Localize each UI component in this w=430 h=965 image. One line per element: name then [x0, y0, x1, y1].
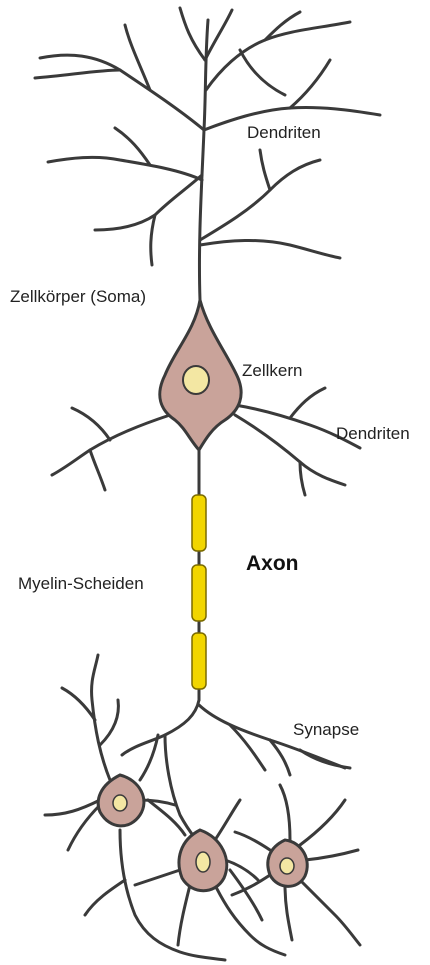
target-neuron-1-nucleus: [113, 795, 127, 811]
myelin-sheath-2: [192, 565, 206, 621]
label-dendrites-top: Dendriten: [247, 124, 321, 141]
target-neuron-3-nucleus: [280, 858, 294, 874]
apical-dendrite-tree: [35, 8, 380, 300]
label-nucleus: Zellkern: [242, 362, 302, 379]
label-dendrites-side: Dendriten: [336, 425, 410, 442]
label-synapse: Synapse: [293, 721, 359, 738]
label-soma: Zellkörper (Soma): [10, 288, 146, 305]
myelin-sheaths: [192, 495, 206, 689]
target-neuron-2-nucleus: [196, 852, 210, 872]
label-axon: Axon: [246, 553, 299, 574]
nucleus: [183, 366, 209, 394]
myelin-sheath-1: [192, 495, 206, 551]
label-myelin: Myelin-Scheiden: [18, 575, 144, 592]
myelin-sheath-3: [192, 633, 206, 689]
